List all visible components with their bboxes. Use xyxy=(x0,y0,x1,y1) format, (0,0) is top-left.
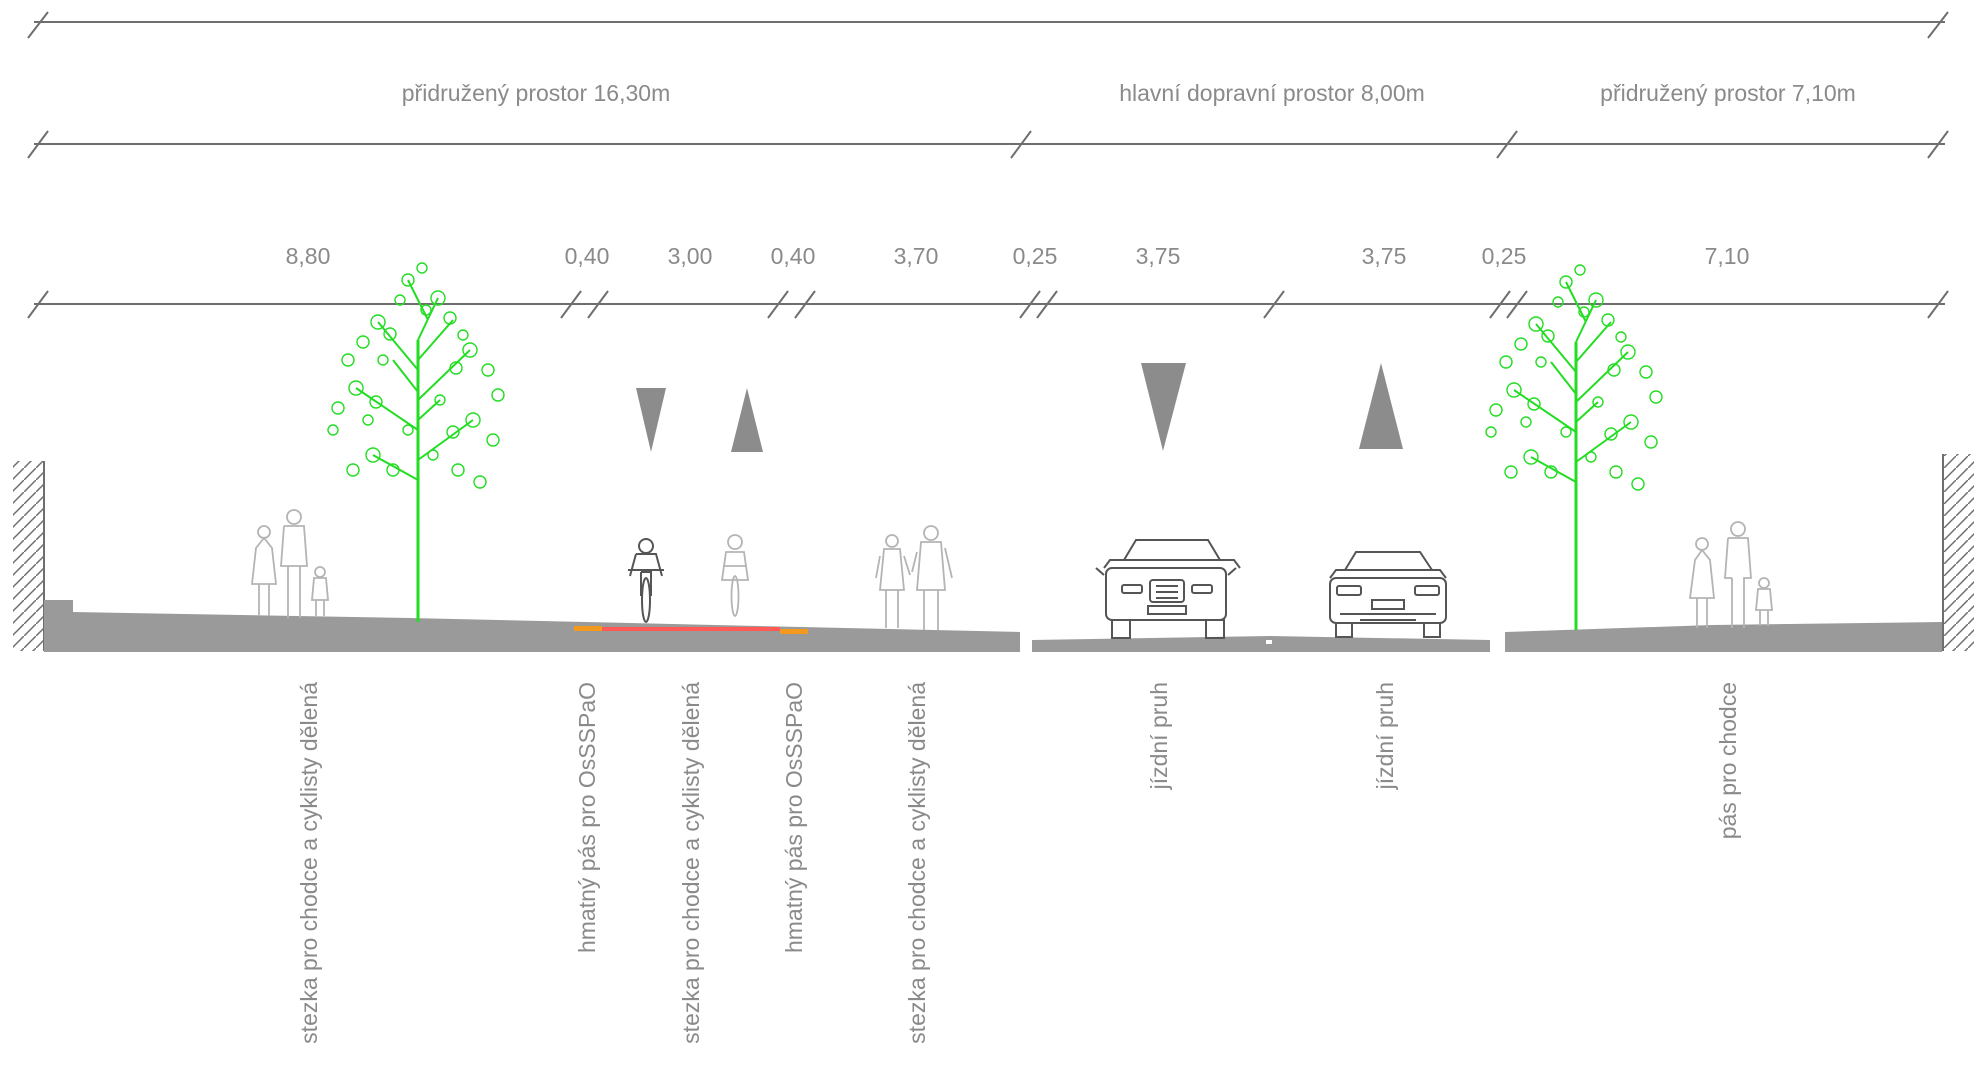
car-rear-icon xyxy=(1329,551,1447,638)
section-label-shared-path: stezka pro chodce a cyklisty dělená xyxy=(904,682,930,1044)
pedestrian-couple-icon xyxy=(875,525,953,630)
tree-icon xyxy=(327,262,505,622)
segment-width-label: 3,75 xyxy=(1361,243,1407,269)
cyclist-icon xyxy=(628,538,664,623)
segment-width-label: 0,25 xyxy=(1481,243,1527,269)
bike-lane-marking xyxy=(602,627,780,631)
segment-width-label: 3,70 xyxy=(893,243,939,269)
dimension-line-zones xyxy=(27,130,1949,159)
section-label-shared-path: stezka pro chodce a cyklisty dělená xyxy=(678,682,704,1044)
pedestrian-group-icon xyxy=(250,509,329,618)
tree-icon xyxy=(1485,264,1663,630)
pedestrian-family-icon xyxy=(1688,521,1773,628)
curb-gap-left xyxy=(1020,638,1030,651)
direction-arrow-down-icon xyxy=(1141,363,1186,451)
segment-width-label: 3,00 xyxy=(667,243,713,269)
car-front-icon xyxy=(1095,539,1241,639)
segment-width-label: 0,25 xyxy=(1012,243,1058,269)
segment-width-label: 0,40 xyxy=(770,243,816,269)
zone-label-associated-right: přidružený prostor 7,10m xyxy=(1600,80,1856,106)
section-label-shared-path: stezka pro chodce a cyklisty dělená xyxy=(296,682,322,1044)
ground-profile xyxy=(44,600,1942,652)
tactile-strip-right xyxy=(780,629,808,634)
cyclist-icon xyxy=(720,534,750,617)
section-label-tactile-strip: hmatný pás pro OsSSPaO xyxy=(574,682,600,954)
dimension-line-segments xyxy=(27,290,1949,319)
left-boundary-wall xyxy=(13,461,45,651)
dimension-line-overall xyxy=(27,11,1949,39)
section-label-traffic-lane: jízdní pruh xyxy=(1372,682,1398,790)
curb-gap-right xyxy=(1492,640,1503,651)
right-boundary-wall xyxy=(1942,454,1974,651)
segment-width-label: 8,80 xyxy=(285,243,331,269)
section-label-pedestrian-strip: pás pro chodce xyxy=(1715,682,1741,840)
section-label-tactile-strip: hmatný pás pro OsSSPaO xyxy=(781,682,807,954)
section-label-traffic-lane: jízdní pruh xyxy=(1146,682,1172,790)
zone-label-associated-left: přidružený prostor 16,30m xyxy=(401,80,671,106)
segment-width-label: 0,40 xyxy=(564,243,610,269)
direction-arrow-up-icon xyxy=(731,388,763,452)
segment-width-label: 3,75 xyxy=(1135,243,1181,269)
lane-marking xyxy=(1266,640,1272,644)
tactile-strip-left xyxy=(574,626,602,631)
zone-label-main-traffic: hlavní dopravní prostor 8,00m xyxy=(1119,80,1425,106)
direction-arrow-down-icon xyxy=(636,388,666,452)
direction-arrow-up-icon xyxy=(1359,363,1403,449)
segment-width-label: 7,10 xyxy=(1704,243,1750,269)
